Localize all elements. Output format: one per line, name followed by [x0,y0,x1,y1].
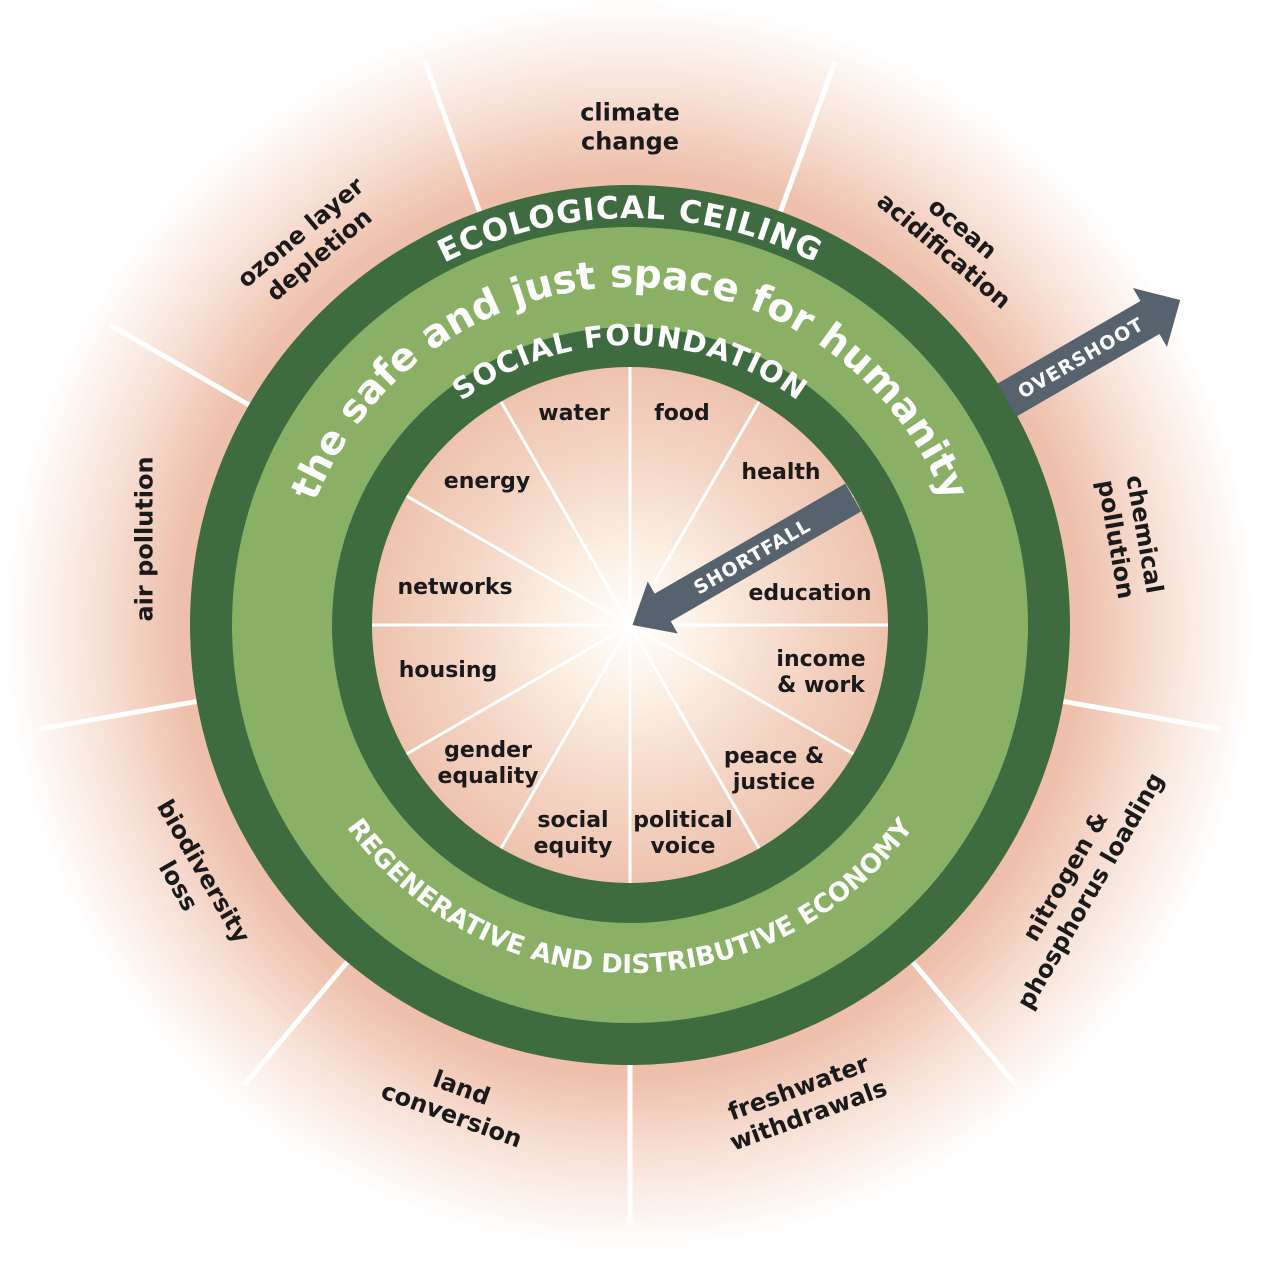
social-labels: food health education income& work peace &ju… [397,401,871,859]
social-divider [499,400,632,626]
ecological-divider [910,960,1018,1087]
social-divider [499,624,632,850]
social-label: peace &justice [724,744,824,795]
ecological-divider [242,960,350,1087]
ecological-divider [109,322,251,408]
social-label: networks [397,575,512,600]
social-divider [405,494,631,627]
social-label: health [741,460,820,485]
social-divider [628,400,761,626]
ecological-label: air pollution [131,456,159,621]
social-label: housing [399,658,497,683]
social-divider [628,624,761,850]
ecological-divider [422,60,482,213]
social-label: education [748,581,871,606]
ecological-divider [38,698,198,732]
social-label: income& work [776,647,866,698]
ecological-divider [778,60,838,213]
ecological-divider [1062,698,1222,732]
social-divider [405,623,631,756]
social-label: water [538,401,610,426]
social-label: food [654,401,710,426]
social-label: energy [444,469,530,494]
social-divider [629,623,855,756]
